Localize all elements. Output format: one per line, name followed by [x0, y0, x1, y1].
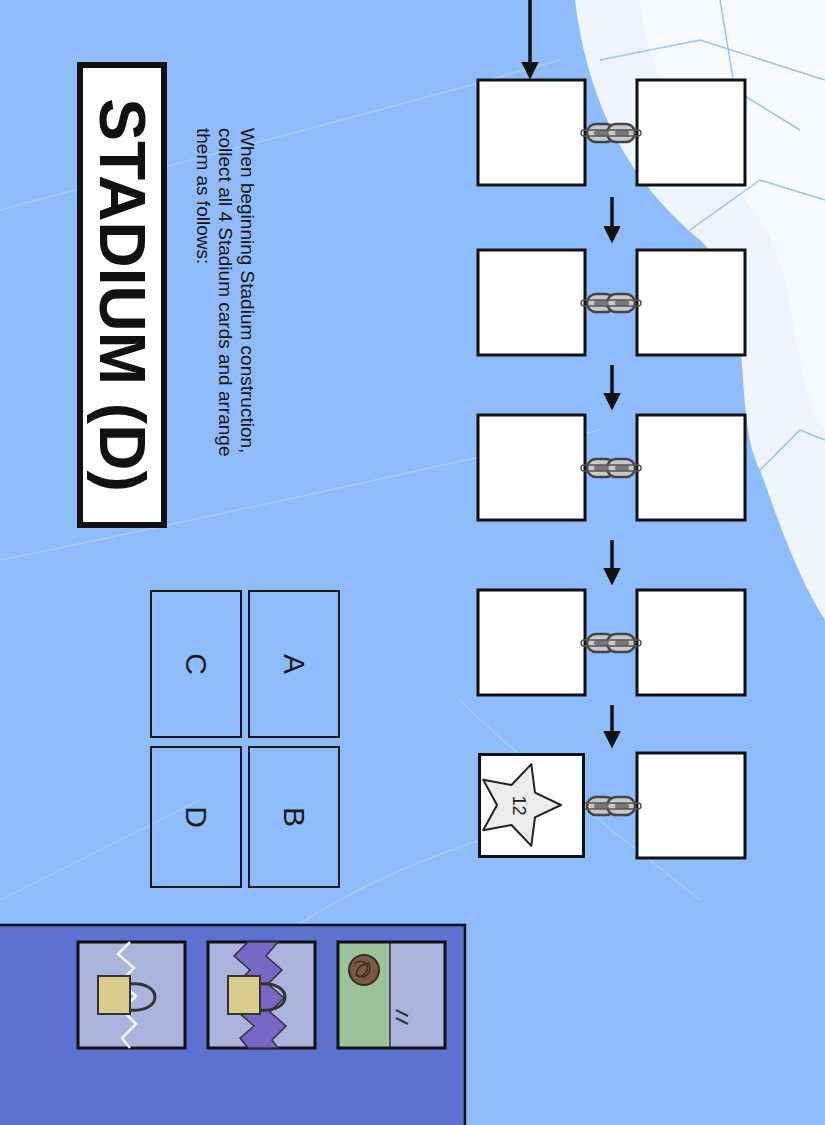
card-slot: C [150, 590, 242, 738]
title-wrap: STADIUM (D) [90, 98, 154, 491]
star-card-box: 12 [478, 753, 585, 858]
flow-arrows [530, 0, 612, 745]
lock-icon-purple [208, 942, 315, 1048]
star-number: 12 [508, 795, 529, 815]
chain-boxes [478, 80, 745, 858]
card-letter: D [179, 806, 213, 828]
faint-strokes [0, 60, 700, 1125]
card-letter: B [277, 807, 311, 827]
instruction-text: When beginning Stadium construction, col… [192, 128, 258, 488]
card-slot: D [150, 746, 242, 888]
title-box [80, 65, 164, 525]
card-slot: A [248, 590, 340, 738]
lock-icon [78, 942, 185, 1048]
ice-cracks [600, 0, 825, 470]
ice-highlight [640, 0, 825, 430]
bottom-panel [0, 925, 465, 1125]
star-shape [478, 753, 585, 858]
chain-links [581, 124, 641, 815]
ice-region [575, 0, 825, 620]
card-slot: B [248, 746, 340, 888]
title-text: STADIUM (D) [90, 98, 154, 491]
card-letter: C [179, 653, 213, 675]
card-letter: A [277, 654, 311, 674]
ball-icon [338, 942, 445, 1048]
